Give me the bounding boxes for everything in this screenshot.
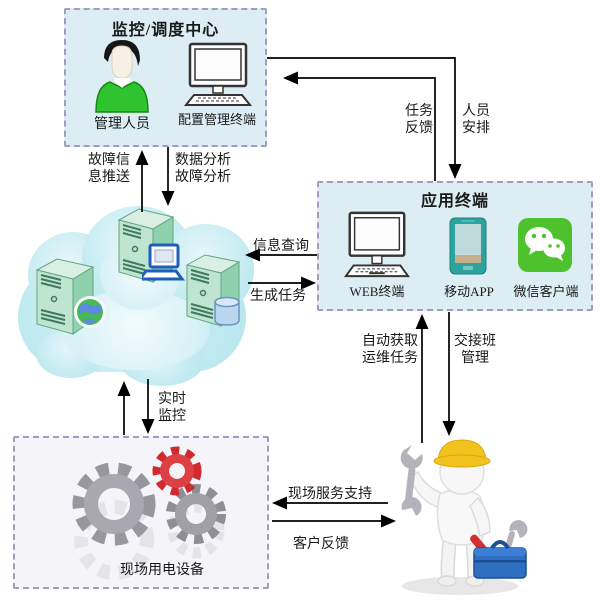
mobile-app-icon: [448, 217, 488, 275]
app-terminal-title: 应用终端: [420, 193, 489, 210]
wechat-icon: [517, 217, 573, 273]
dispatch-center-title: 监控/调度中心: [111, 22, 220, 39]
admin-person-label: 管理人员: [94, 117, 150, 132]
edge-label-fault-push: 故障信 息推送: [88, 153, 130, 185]
field-equipment-label: 现场用电设备: [120, 563, 204, 578]
edge-label-field-support: 现场服务支持: [288, 487, 372, 502]
edge-label-info-query: 信息查询: [253, 239, 309, 254]
server-computer-badge-icon: [142, 243, 188, 281]
edge-label-customer-feedback: 客户反馈: [293, 537, 349, 552]
edge-label-task-feedback: 任务 反馈: [405, 104, 433, 136]
edge-label-staff-assign: 人员 安排: [462, 104, 490, 136]
wechat-client-label: 微信客户端: [513, 284, 579, 299]
edge-label-generate-task: 生成任务: [250, 289, 306, 304]
edge-label-shift-mgmt: 交接班 管理: [454, 334, 496, 366]
config-terminal-label: 配置管理终端: [177, 112, 256, 127]
web-terminal-label: WEB终端: [349, 284, 405, 299]
mobile-app-label: 移动APP: [444, 284, 494, 299]
edge-label-auto-fetch: 自动获取 运维任务: [362, 334, 418, 366]
config-terminal-icon: [180, 42, 254, 108]
globe-badge-icon: [72, 294, 108, 330]
database-badge-icon: [213, 296, 241, 326]
edge-label-realtime-monitor: 实时 监控: [158, 392, 186, 424]
gears-icon: [36, 436, 246, 586]
web-terminal-icon: [340, 210, 412, 280]
maintenance-worker-icon: [378, 436, 548, 598]
edge-label-data-analysis: 数据分析 故障分析: [175, 153, 231, 185]
admin-person-icon: [84, 36, 160, 114]
